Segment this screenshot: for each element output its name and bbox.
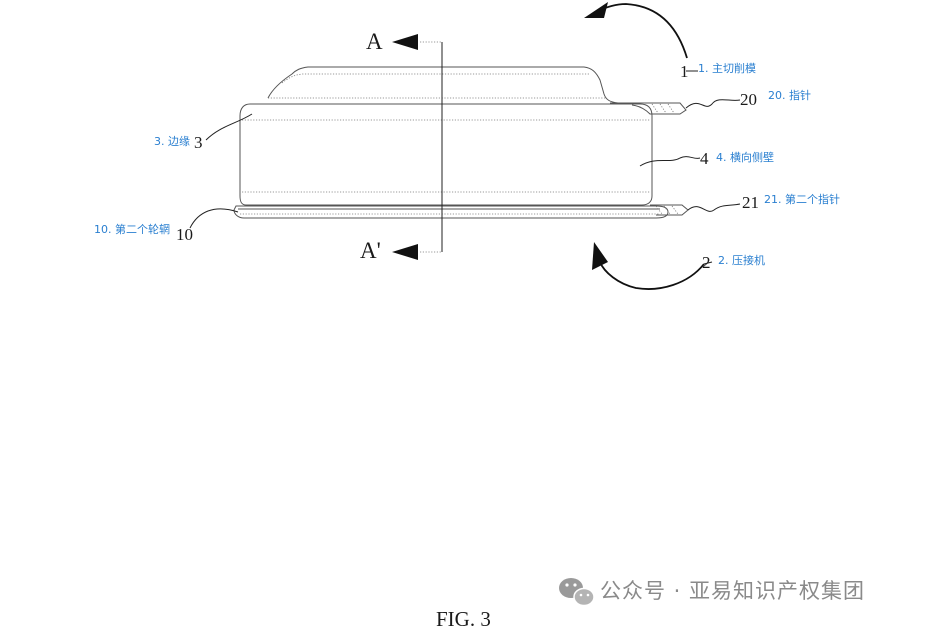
upper-dome-inner-line (281, 73, 590, 84)
rotation-arrow-bottom-curve (599, 261, 705, 290)
numeral-4: 4 (700, 149, 709, 168)
reference-numerals: 1 20 3 4 21 10 2 (176, 62, 759, 272)
section-label-top: A (366, 29, 383, 54)
watermark-text: 公众号 · 亚易知识产权集团 (600, 579, 865, 603)
annotation-press: 2. 压接机 (718, 253, 765, 267)
section-arrow-bottom-icon (392, 244, 418, 260)
annotation-second-pointer: 21. 第二个指针 (764, 192, 840, 206)
numeral-2: 2 (702, 253, 711, 272)
leader-4 (639, 156, 701, 167)
body-outline (239, 103, 653, 206)
numeral-1: 1 (680, 62, 689, 81)
wechat-icon (559, 578, 595, 607)
annotation-edge: 3. 边缘 (154, 135, 190, 148)
watermark: 公众号 · 亚易知识产权集团 (559, 578, 865, 607)
rotation-arrow-bottom (592, 242, 705, 290)
annotation-side-wall: 4. 横向侧壁 (716, 150, 774, 164)
figure-caption: FIG. 3 (436, 607, 491, 629)
annotation-main-die: 1. 主切削模 (698, 61, 756, 75)
bottom-rim-outline (233, 205, 669, 219)
leader-lines (189, 70, 741, 265)
annotation-second-rim: 10. 第二个轮辋 (94, 222, 170, 236)
leader-20 (685, 99, 741, 109)
section-label-bottom: A' (360, 238, 381, 263)
rotation-arrow-top-head-icon (584, 2, 608, 18)
cutting-die-drawing (233, 41, 689, 253)
section-marker-top: A (366, 29, 418, 54)
pointer-20-hatch (651, 103, 675, 114)
rotation-arrow-top (584, 2, 688, 59)
numeral-3: 3 (194, 133, 203, 152)
numeral-21: 21 (742, 193, 759, 212)
rotation-arrow-bottom-head-icon (592, 242, 608, 270)
leader-3 (205, 113, 253, 141)
annotation-pointer: 20. 指针 (768, 88, 811, 102)
section-arrow-top-icon (392, 34, 418, 50)
pointer-20-shape (610, 102, 687, 115)
leader-2 (703, 261, 713, 265)
leader-21 (687, 203, 741, 212)
upper-dome-outline (267, 66, 619, 104)
rotation-arrow-top-curve (595, 3, 688, 59)
numeral-10: 10 (176, 225, 193, 244)
section-marker-bottom: A' (360, 238, 418, 263)
pointer-21-hatch (655, 205, 679, 215)
annotations: 1. 主切削模 20. 指针 3. 边缘 4. 横向侧壁 21. 第二个指针 1… (94, 61, 840, 267)
leader-10 (189, 208, 239, 229)
numeral-20: 20 (740, 90, 757, 109)
